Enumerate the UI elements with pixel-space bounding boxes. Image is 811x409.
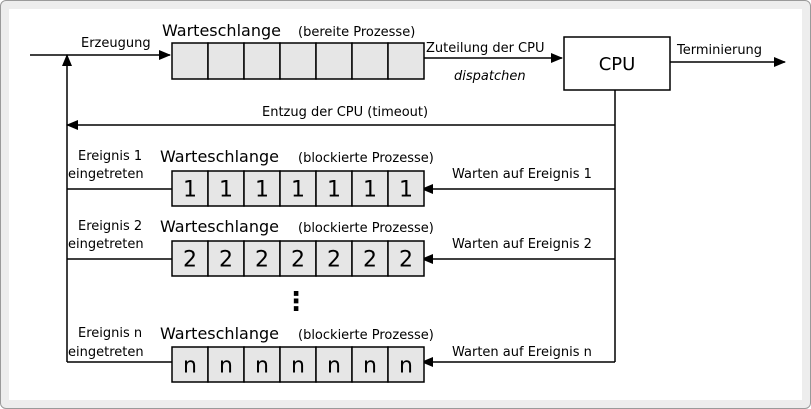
- blocked-queue-1-cell: [387, 170, 425, 207]
- blocked-queue-2-cell: [171, 240, 209, 277]
- blocked-queue-2-cell: [279, 240, 317, 277]
- event-1-line2: eingetreten: [68, 167, 144, 182]
- blocked-queue-2-cell-label: 2: [291, 248, 305, 273]
- blocked-queue-2-subtitle: (blockierte Prozesse): [298, 221, 434, 236]
- blocked-queue-1-cell-label: 1: [183, 178, 197, 203]
- event-n-line1: Ereignis n: [78, 326, 142, 341]
- blocked-queue-1-cell-label: 1: [327, 178, 341, 203]
- blocked-queue-n-cell-label: n: [255, 354, 269, 379]
- blocked-queue-1-cell: [315, 170, 353, 207]
- blocked-queue-n-cell: [387, 346, 425, 383]
- blocked-queue-n-cell-label: n: [399, 354, 413, 379]
- blocked-queue-1-cell-label: 1: [219, 178, 233, 203]
- blocked-queue-n-title: Warteschlange: [160, 324, 279, 343]
- blocked-queue-n-subtitle: (blockierte Prozesse): [298, 328, 434, 343]
- blocked-queue-1-cell-label: 1: [255, 178, 269, 203]
- blocked-queue-2-cell-label: 2: [327, 248, 341, 273]
- dispatch-label-top: Zuteilung der CPU: [426, 41, 545, 56]
- cpu-box: [563, 36, 671, 91]
- creation-label: Erzeugung: [81, 36, 151, 51]
- ready-queue: [171, 42, 425, 80]
- ellipsis: ⋮: [283, 287, 309, 317]
- ready-queue-cell: [171, 42, 209, 80]
- event-1-line1: Ereignis 1: [78, 149, 142, 164]
- blocked-queue-1-cell: [279, 170, 317, 207]
- blocked-queue-2-cell: [207, 240, 245, 277]
- blocked-queue-n-cell-label: n: [183, 354, 197, 379]
- event-n-line2: eingetreten: [68, 345, 144, 360]
- timeout-label: Entzug der CPU (timeout): [262, 105, 428, 120]
- ready-queue-cell: [243, 42, 281, 80]
- ready-queue-cell: [207, 42, 245, 80]
- cpu-label: CPU: [599, 54, 636, 75]
- blocked-queue-2-cell-label: 2: [363, 248, 377, 273]
- ready-queue-subtitle: (bereite Prozesse): [298, 25, 415, 40]
- wait-label-2: Warten auf Ereignis 2: [452, 237, 592, 252]
- wait-label-n: Warten auf Ereignis n: [452, 345, 592, 360]
- blocked-queue-2-cell: [387, 240, 425, 277]
- blocked-queue-n-cell: [351, 346, 389, 383]
- wait-label-1: Warten auf Ereignis 1: [452, 167, 592, 182]
- blocked-queue-2-cell-label: 2: [183, 248, 197, 273]
- blocked-queue-2-cell-label: 2: [255, 248, 269, 273]
- blocked-queue-1-title: Warteschlange: [160, 147, 279, 166]
- event-2-line1: Ereignis 2: [78, 219, 142, 234]
- blocked-queue-2-cell-label: 2: [399, 248, 413, 273]
- blocked-queue-n-cell: [171, 346, 209, 383]
- blocked-queue-1-cell-label: 1: [363, 178, 377, 203]
- blocked-queue-1-cell: [207, 170, 245, 207]
- dispatch-label-bottom: dispatchen: [454, 69, 526, 84]
- blocked-queue-n-cell-label: n: [327, 354, 341, 379]
- blocked-queue-1-subtitle: (blockierte Prozesse): [298, 151, 434, 166]
- blocked-queue-n-cell-label: n: [291, 354, 305, 379]
- blocked-queue-1-cell-label: 1: [399, 178, 413, 203]
- ready-queue-title: Warteschlange: [162, 21, 281, 40]
- termination-label: Terminierung: [676, 43, 762, 58]
- blocked-queue-n-cell: [207, 346, 245, 383]
- connectors: [30, 50, 786, 367]
- blocked-queue-1-cell-label: 1: [291, 178, 305, 203]
- blocked-queue-n-cell-label: n: [363, 354, 377, 379]
- ready-queue-cell: [279, 42, 317, 80]
- blocked-queue-1-cell: [243, 170, 281, 207]
- blocked-queue-2-cell-label: 2: [219, 248, 233, 273]
- blocked-queue-2-title: Warteschlange: [160, 217, 279, 236]
- ready-queue-cell: [315, 42, 353, 80]
- ready-queue-cell: [351, 42, 389, 80]
- event-2-line2: eingetreten: [68, 237, 144, 252]
- blocked-queue-n-cell-label: n: [219, 354, 233, 379]
- blocked-queue-1-cell: [171, 170, 209, 207]
- ready-queue-cell: [387, 42, 425, 80]
